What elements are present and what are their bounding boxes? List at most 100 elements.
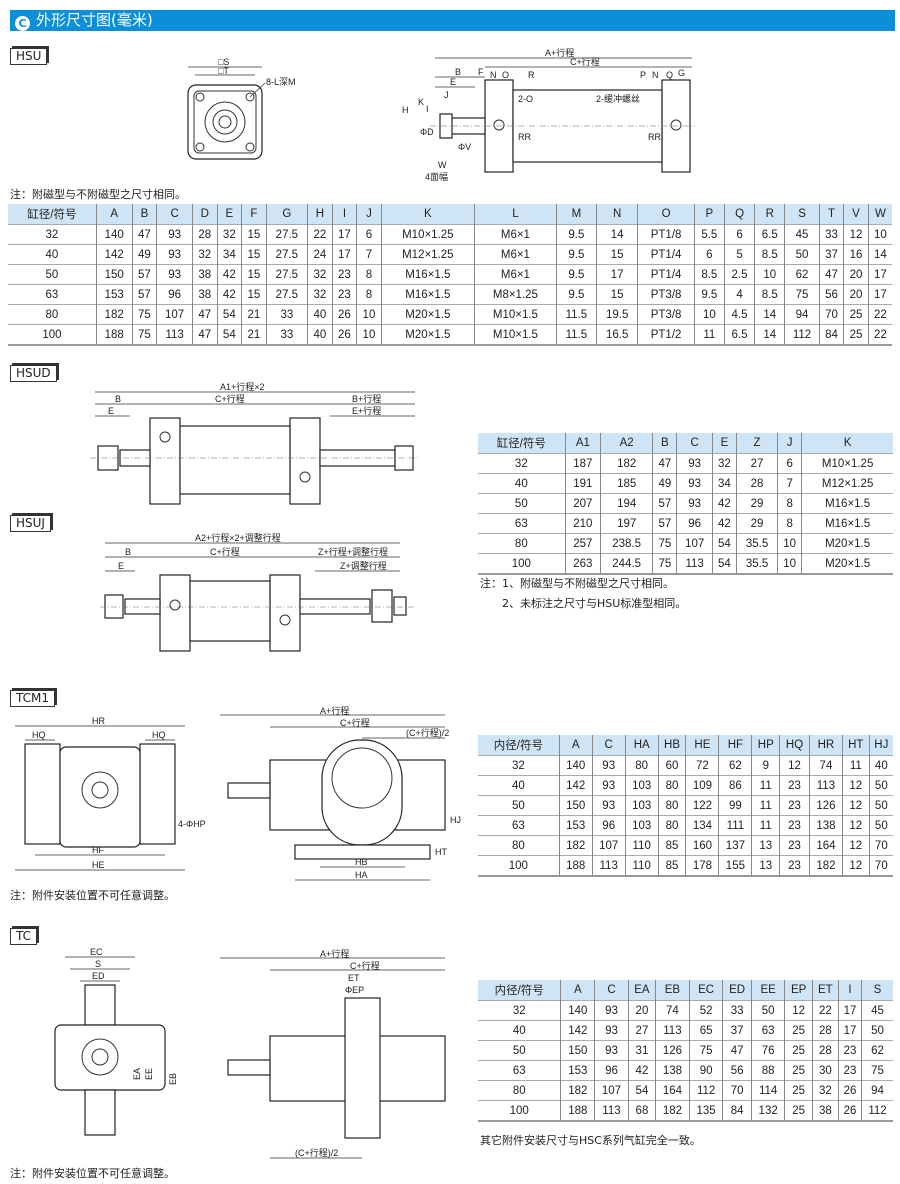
table-cell: M10×1.25: [801, 453, 893, 474]
table-cell: 42: [627, 1060, 656, 1081]
table-cell: M20×1.5: [380, 324, 475, 346]
table-cell: 110: [624, 835, 659, 856]
table-cell: 15: [241, 224, 267, 245]
table-cell: 93: [156, 224, 193, 245]
column-header: T: [818, 204, 844, 225]
table-cell: 188: [560, 1100, 595, 1122]
table-cell: 93: [591, 775, 626, 796]
table-cell: 9.5: [555, 284, 597, 305]
table-cell: 34: [711, 473, 737, 494]
table-cell: 50: [750, 1000, 785, 1021]
table-cell: 25: [784, 1080, 813, 1101]
table-cell: M10×1.5: [473, 304, 557, 325]
table-cell: 50: [478, 1040, 561, 1061]
dimension-label: HR: [92, 716, 105, 726]
column-header: H: [307, 204, 333, 225]
table-cell: 2.5: [723, 264, 755, 285]
table-cell: 80: [657, 775, 686, 796]
table-cell: 93: [591, 795, 626, 816]
table-cell: 6: [356, 224, 382, 245]
table-cell: 110: [624, 855, 659, 877]
dimension-label: C+行程: [340, 717, 370, 728]
table-cell: 96: [594, 1060, 629, 1081]
dimension-label: B: [455, 67, 461, 77]
dimension-label: A2+行程×2+调整行程: [195, 532, 281, 543]
table-cell: 103: [624, 775, 659, 796]
table-cell: 23: [779, 775, 810, 796]
column-header: EP: [784, 980, 813, 1001]
column-header: 内径/符号: [478, 980, 561, 1001]
table-cell: 11: [693, 324, 725, 346]
table-cell: 12: [841, 795, 870, 816]
table-cell: 27: [627, 1020, 656, 1041]
table-cell: 28: [811, 1040, 839, 1061]
model-tag-hsu: HSU: [10, 48, 48, 65]
dimension-label: (C+行程)/2: [295, 1147, 338, 1158]
dimension-label: 8-L深M: [266, 77, 296, 87]
table-cell: 132: [750, 1100, 785, 1122]
table-cell: 80: [624, 755, 659, 776]
table-cell: 194: [600, 493, 653, 514]
column-header: 内径/符号: [478, 735, 560, 756]
tc-note: 注：附件安装位置不可任意调整。: [10, 1167, 175, 1180]
table-cell: 22: [811, 1000, 839, 1021]
table-cell: 37: [818, 244, 844, 265]
dimension-label: J: [444, 90, 449, 100]
table-cell: 9.5: [693, 284, 725, 305]
column-header: HE: [685, 735, 719, 756]
table-cell: 13: [751, 835, 780, 856]
table-cell: 114: [750, 1080, 785, 1101]
dimension-label: C+行程: [215, 393, 245, 404]
table-cell: 32: [307, 284, 333, 305]
table-cell: 109: [685, 775, 719, 796]
table-cell: 9.5: [555, 264, 597, 285]
table-cell: 75: [131, 324, 157, 346]
dimension-label: □T: [218, 66, 229, 76]
column-header: C: [156, 204, 193, 225]
table-cell: 22: [307, 224, 333, 245]
column-header: B: [652, 433, 677, 454]
table-cell: M20×1.5: [380, 304, 475, 325]
table-cell: 20: [843, 264, 869, 285]
column-header: EE: [750, 980, 785, 1001]
table-cell: 29: [736, 513, 778, 534]
table-cell: 11: [751, 795, 780, 816]
table-cell: 85: [657, 835, 686, 856]
dimension-label: R: [528, 70, 535, 80]
table-cell: 80: [478, 835, 560, 856]
table-cell: 57: [652, 493, 677, 514]
dimension-label: 4面幅: [425, 171, 448, 182]
table-cell: 182: [808, 855, 843, 877]
table-cell: 182: [560, 1080, 595, 1101]
table-cell: 75: [688, 1040, 723, 1061]
column-header: HF: [718, 735, 752, 756]
table-cell: 23: [779, 835, 810, 856]
column-header: C: [591, 735, 626, 756]
table-cell: 111: [718, 815, 752, 836]
table-cell: 29: [736, 493, 778, 514]
table-cell: 37: [722, 1020, 752, 1041]
table-cell: 153: [560, 1060, 595, 1081]
dimension-label: B: [125, 547, 131, 557]
dimension-label: P: [640, 70, 646, 80]
dimension-label: RR: [518, 132, 531, 142]
table-cell: 112: [860, 1100, 893, 1122]
dimension-label: A1+行程×2: [220, 381, 265, 392]
column-header: EC: [688, 980, 723, 1001]
table-cell: 122: [685, 795, 719, 816]
table-cell: 68: [627, 1100, 656, 1122]
table-cell: 74: [655, 1000, 690, 1021]
table-cell: 32: [711, 453, 737, 474]
table-cell: 13: [751, 855, 780, 877]
dimension-label: B+行程: [352, 393, 381, 404]
table-cell: 35.5: [736, 553, 778, 575]
table-cell: 88: [750, 1060, 785, 1081]
table-cell: 113: [591, 855, 626, 877]
table-cell: 21: [241, 324, 267, 346]
table-cell: 28: [192, 224, 218, 245]
table-cell: 23: [331, 264, 357, 285]
